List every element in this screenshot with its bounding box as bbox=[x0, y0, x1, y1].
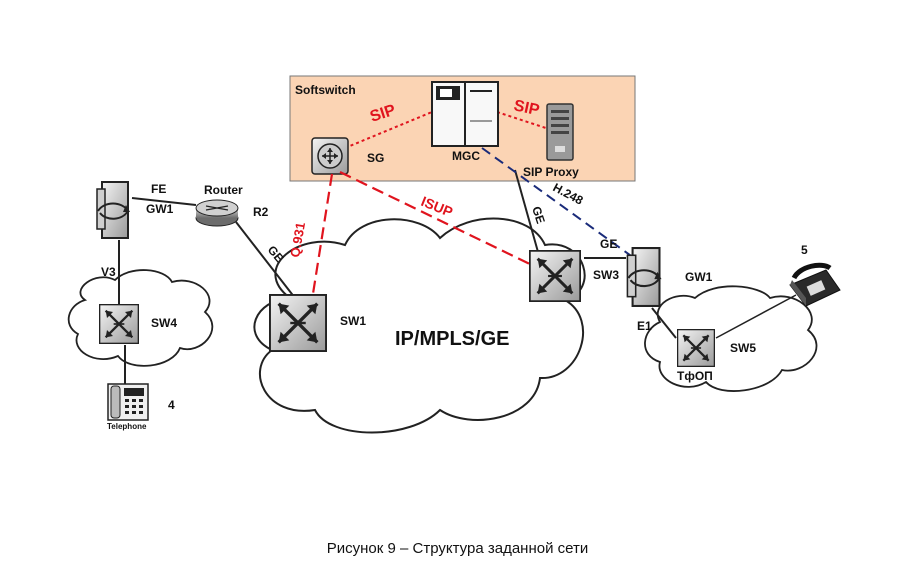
sip-link-right bbox=[496, 111, 553, 131]
fe-label: FE bbox=[151, 182, 166, 196]
sw3-node bbox=[528, 250, 582, 302]
sw4-node bbox=[99, 304, 139, 344]
gw1-right-node bbox=[626, 247, 663, 307]
sw1-label: SW1 bbox=[340, 314, 366, 328]
isup-link bbox=[339, 171, 539, 269]
h248-label: H.248 bbox=[551, 180, 586, 208]
router-label: Router bbox=[204, 183, 243, 197]
sip-link-left bbox=[344, 111, 433, 149]
core-network-label: IP/MPLS/GE bbox=[395, 328, 509, 350]
link-gw1-router bbox=[131, 197, 197, 206]
ge-label-gw1: GE bbox=[600, 237, 617, 251]
router-node bbox=[195, 199, 239, 227]
phone-4-label: 4 bbox=[168, 398, 175, 412]
isup-label: ISUP bbox=[419, 193, 455, 220]
link-mgc-sw3 bbox=[514, 169, 539, 253]
ge-label-mgc: GE bbox=[529, 205, 548, 226]
sip-label-right: SIP bbox=[512, 97, 541, 119]
sw1-node bbox=[268, 294, 328, 352]
figure-caption: Рисунок 9 – Структура заданной сети bbox=[326, 540, 589, 557]
left-access-cloud bbox=[67, 269, 214, 367]
mgc-label: MGC bbox=[452, 149, 480, 163]
right-access-cloud bbox=[644, 285, 818, 392]
tfop-label: ТфОП bbox=[677, 369, 713, 383]
telephone-right-icon bbox=[789, 262, 841, 307]
telephone-icon bbox=[107, 383, 149, 421]
v3-label: V3 bbox=[101, 265, 116, 279]
gw1-left-label: GW1 bbox=[146, 202, 174, 216]
sg-node bbox=[311, 137, 349, 175]
telephone-caption: Telephone bbox=[107, 422, 147, 431]
gw1-left-node bbox=[96, 181, 131, 239]
link-gw1-sw5 bbox=[651, 307, 677, 339]
sip-proxy-label: SIP Proxy bbox=[523, 165, 579, 179]
q931-label: Q.931 bbox=[287, 221, 308, 258]
sw4-label: SW4 bbox=[151, 316, 177, 330]
gw1-right-label: GW1 bbox=[685, 270, 713, 284]
mgc-node bbox=[431, 81, 499, 147]
phone-5-label: 5 bbox=[801, 243, 808, 257]
sw5-label: SW5 bbox=[730, 341, 756, 355]
e1-label: E1 bbox=[637, 319, 652, 333]
core-network-cloud bbox=[253, 217, 586, 434]
link-sw5-phone bbox=[715, 294, 797, 339]
softswitch-title: Softswitch bbox=[295, 83, 356, 97]
sw3-label: SW3 bbox=[593, 268, 619, 282]
link-router-sw1 bbox=[235, 221, 296, 299]
sg-label: SG bbox=[367, 151, 384, 165]
r2-label: R2 bbox=[253, 205, 269, 219]
sip-proxy-node bbox=[546, 103, 574, 161]
sw5-node bbox=[677, 329, 715, 367]
q931-link bbox=[310, 173, 334, 301]
